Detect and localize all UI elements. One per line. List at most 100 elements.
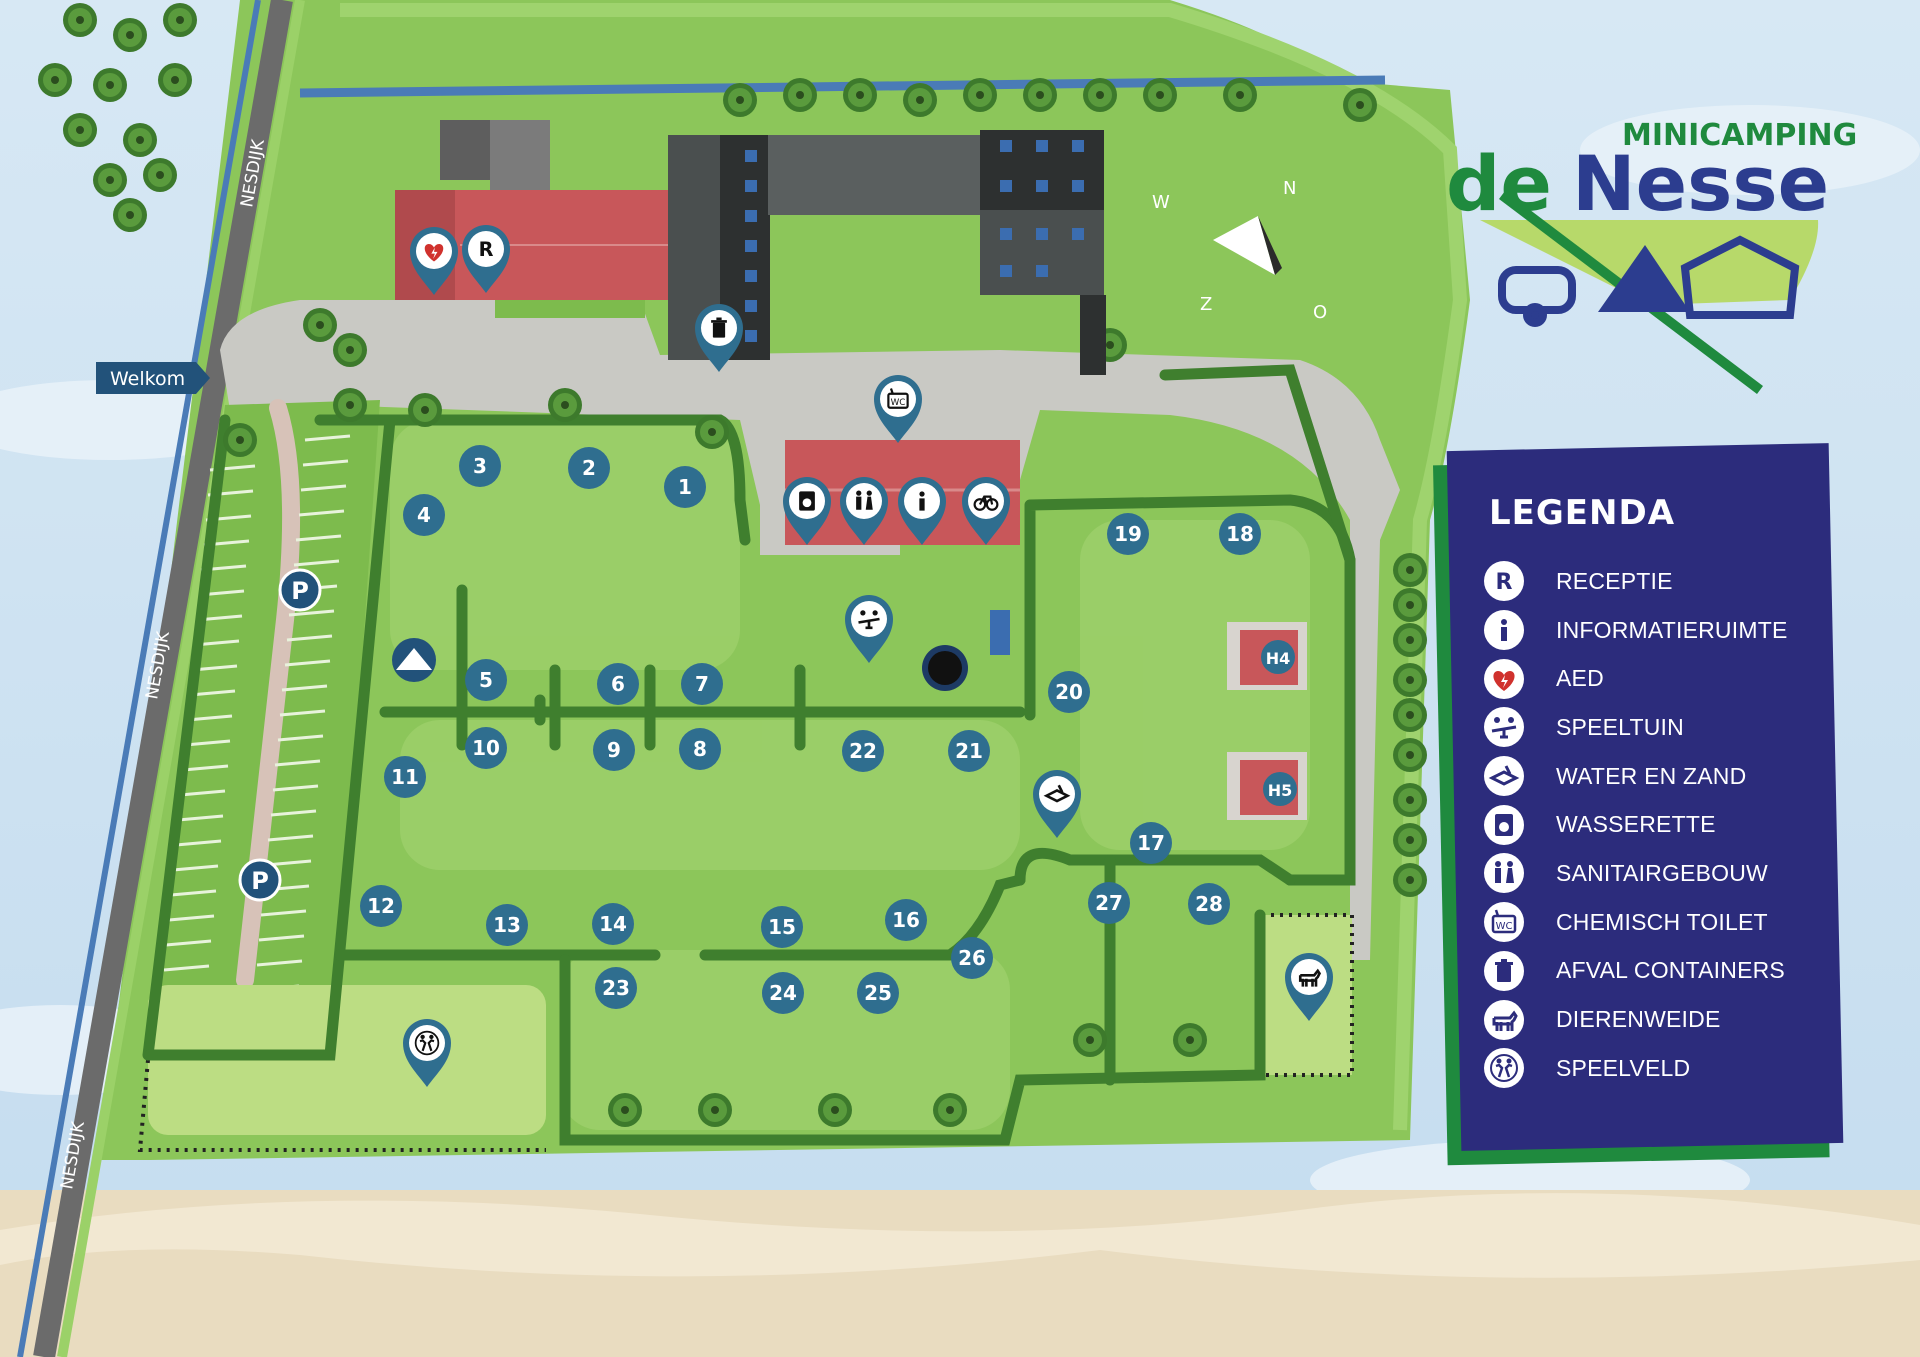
pitch-14[interactable]: 14	[592, 903, 634, 945]
svg-text:O: O	[1313, 302, 1327, 323]
svg-text:9: 9	[607, 738, 621, 762]
svg-text:14: 14	[599, 912, 627, 936]
svg-text:18: 18	[1226, 522, 1254, 546]
pitch-12[interactable]: 12	[360, 885, 402, 927]
aed-icon	[424, 244, 444, 262]
pin-sandbox[interactable]	[1033, 770, 1081, 838]
legend-label: INFORMATIERUIMTE	[1556, 616, 1788, 643]
pitch-4[interactable]: 4	[403, 494, 445, 536]
svg-text:11: 11	[391, 765, 419, 789]
pin-bike[interactable]	[962, 477, 1010, 545]
svg-text:17: 17	[1137, 831, 1165, 855]
svg-text:19: 19	[1114, 522, 1142, 546]
pitch-13[interactable]: 13	[486, 904, 528, 946]
svg-text:MINICAMPING: MINICAMPING	[1622, 118, 1857, 153]
pitch-15[interactable]: 15	[761, 906, 803, 948]
playfield-icon	[1484, 1048, 1524, 1089]
pitch-3[interactable]: 3	[459, 445, 501, 487]
tent-icon	[1598, 245, 1690, 312]
pitch-21[interactable]: 21	[948, 730, 990, 772]
toilet-icon	[856, 490, 873, 510]
svg-text:N: N	[1283, 178, 1296, 199]
playground-icon	[858, 610, 880, 630]
pitch-5[interactable]: 5	[465, 659, 507, 701]
bike-icon	[973, 495, 999, 511]
laundry-icon	[799, 491, 815, 511]
svg-text:20: 20	[1055, 680, 1083, 704]
pin-animal-pasture[interactable]	[1285, 953, 1333, 1021]
pitch-28[interactable]: 28	[1188, 883, 1230, 925]
legend-label: WASSERETTE	[1556, 811, 1716, 838]
pin-aed[interactable]	[410, 227, 458, 295]
info-icon	[1484, 610, 1524, 651]
legend-label: SANITAIRGEBOUW	[1556, 859, 1768, 886]
parking-marker-2[interactable]: P	[238, 858, 282, 902]
pin-playfield[interactable]	[403, 1019, 451, 1087]
svg-text:de: de	[1446, 139, 1552, 228]
grounds-edge	[340, 3, 1468, 1131]
pin-laundry[interactable]	[783, 477, 831, 545]
laundry-icon	[1484, 804, 1524, 845]
ditch-top	[299, 75, 1386, 98]
pitch-19[interactable]: 19	[1107, 513, 1149, 555]
pin-reception[interactable]: R	[462, 225, 510, 293]
svg-text:6: 6	[611, 672, 625, 696]
beach-dunes	[0, 1193, 1920, 1278]
pitch-8[interactable]: 8	[679, 728, 721, 770]
pitch-18[interactable]: 18	[1219, 513, 1261, 555]
pitch-9[interactable]: 9	[593, 729, 635, 771]
pitch-1[interactable]: 1	[664, 466, 706, 508]
svg-text:H5: H5	[1268, 781, 1293, 800]
parking-marker-1[interactable]: P	[278, 568, 322, 612]
holiday-house-h4[interactable]: H4	[1227, 622, 1307, 690]
trampoline	[922, 645, 968, 691]
legend-item-informatieruimte: INFORMATIERUIMTE	[1484, 606, 1814, 655]
slide	[990, 610, 1010, 655]
compass: N O Z W	[1152, 178, 1327, 323]
pitch-23[interactable]: 23	[595, 967, 637, 1009]
legend-item-speeltuin: SPEELTUIN	[1484, 703, 1814, 752]
pitch-6[interactable]: 6	[597, 663, 639, 705]
pitch-22[interactable]: 22	[842, 730, 884, 772]
legend-label: AFVAL CONTAINERS	[1556, 957, 1785, 984]
pitch-11[interactable]: 11	[384, 756, 426, 798]
pitch-17[interactable]: 17	[1130, 822, 1172, 864]
logo: MINICAMPING de Nesse	[1446, 118, 1857, 394]
pitch-7[interactable]: 7	[681, 663, 723, 705]
svg-text:23: 23	[602, 976, 630, 1000]
toilet-icon	[1484, 853, 1524, 894]
pitch-27[interactable]: 27	[1088, 882, 1130, 924]
legend-item-aed: AED	[1484, 654, 1814, 703]
legend-label: DIERENWEIDE	[1556, 1006, 1721, 1033]
pitch-25[interactable]: 25	[857, 972, 899, 1014]
svg-text:P: P	[291, 577, 309, 605]
pitch-26[interactable]: 26	[951, 937, 993, 979]
legend-item-afval-containers: AFVAL CONTAINERS	[1484, 947, 1814, 996]
sandbox-icon	[1484, 756, 1524, 797]
pitch-24[interactable]: 24	[762, 972, 804, 1014]
svg-text:4: 4	[417, 503, 431, 527]
holiday-house-h5[interactable]: H5	[1227, 752, 1307, 820]
legend-label: SPEELVELD	[1556, 1054, 1691, 1081]
svg-text:21: 21	[955, 739, 983, 763]
pin-trash[interactable]	[695, 304, 743, 372]
welcome-sign[interactable]: Welkom	[96, 362, 210, 394]
pitch-20[interactable]: 20	[1048, 671, 1090, 713]
pitch-16[interactable]: 16	[885, 899, 927, 941]
trash-icon	[711, 317, 727, 338]
cabin-icon	[1680, 235, 1800, 319]
pitch-2[interactable]: 2	[568, 447, 610, 489]
svg-text:2: 2	[582, 456, 596, 480]
pin-chemical-toilet[interactable]: WC	[874, 375, 922, 443]
svg-text:26: 26	[958, 946, 986, 970]
pin-playground[interactable]	[845, 595, 893, 663]
animal-pasture-fence	[1260, 913, 1354, 1077]
pitch-10[interactable]: 10	[465, 727, 507, 769]
svg-text:8: 8	[693, 737, 707, 761]
pin-toilet[interactable]	[840, 477, 888, 545]
pin-info[interactable]	[898, 477, 946, 545]
svg-text:7: 7	[695, 672, 709, 696]
